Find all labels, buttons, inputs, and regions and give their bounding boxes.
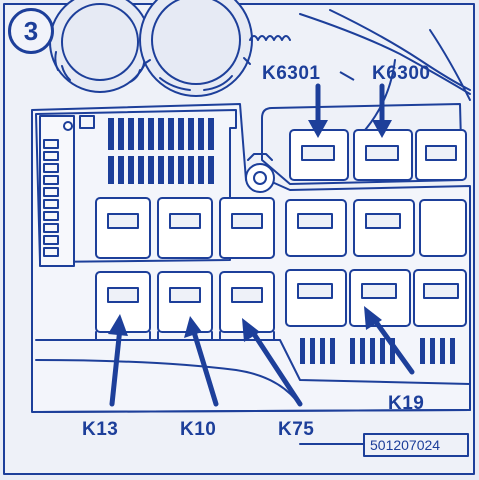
label-k6301: K6301 [262,63,321,84]
label-k10: K10 [180,419,217,440]
callout-arrows [108,83,415,407]
relay-row-top-right [261,103,467,185]
bottom-fuse-row [300,338,455,364]
mini-fuse-row [108,118,214,184]
reference-code: 501207024 [368,437,443,453]
round-housing-right [139,0,253,97]
round-housing-left [49,0,151,93]
figure-number-badge: 3 [8,8,54,54]
left-fuse-strip [43,139,59,257]
label-k6300: K6300 [372,63,431,84]
relay-grid-left [95,197,275,333]
label-k13: K13 [82,419,119,440]
coil-spring [249,35,291,41]
ground-bolt [245,153,275,193]
label-k19: K19 [388,393,425,414]
relay-grid-right [285,199,467,327]
label-k75: K75 [278,419,315,440]
